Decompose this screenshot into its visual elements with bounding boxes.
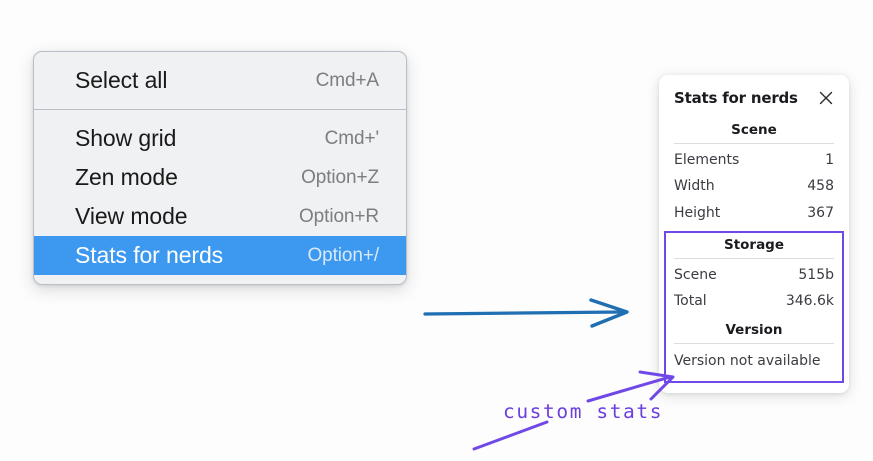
section-heading-storage: Storage: [723, 236, 785, 253]
stat-row-elements: Elements 1: [674, 147, 834, 173]
menu-item-shortcut: Cmd+A: [315, 69, 379, 91]
version-text: Version not available: [674, 353, 821, 370]
custom-stats-annotation-label: custom stats: [503, 400, 663, 423]
stat-value: 346.6k: [785, 293, 834, 310]
stat-row-storage-total: Total 346.6k: [674, 288, 834, 314]
menu-item-shortcut: Option+R: [299, 205, 379, 227]
stats-panel-header: Stats for nerds: [674, 89, 834, 107]
menu-item-shortcut: Option+/: [307, 244, 379, 266]
menu-item-shortcut: Option+Z: [301, 166, 379, 188]
stat-key: Width: [674, 178, 715, 195]
stat-key: Scene: [674, 266, 717, 283]
menu-item-view-mode[interactable]: View mode Option+R: [34, 197, 406, 236]
menu-item-zen-mode[interactable]: Zen mode Option+Z: [34, 158, 406, 197]
section-heading-version: Version: [725, 322, 783, 339]
stats-panel-title: Stats for nerds: [674, 89, 798, 107]
menu-item-label: Zen mode: [75, 164, 178, 190]
stat-value: 515b: [798, 266, 834, 283]
purple-underline-stroke: [472, 420, 549, 451]
menu-item-shortcut: Cmd+': [324, 127, 379, 149]
menu-section-general: Select all Cmd+A: [34, 52, 406, 109]
menu-item-label: Show grid: [75, 125, 177, 151]
stat-value: 1: [825, 152, 834, 168]
custom-stats-highlight-box: Storage Scene 515b Total 346.6k Version …: [664, 230, 844, 383]
stat-row-storage-scene: Scene 515b: [674, 262, 834, 288]
stats-for-nerds-panel[interactable]: Stats for nerds Scene Elements 1 Width 4…: [659, 75, 849, 393]
section-heading-scene: Scene: [731, 122, 777, 138]
close-icon[interactable]: [818, 90, 834, 106]
menu-item-stats-for-nerds[interactable]: Stats for nerds Option+/: [34, 236, 406, 275]
menu-item-label: Select all: [75, 67, 168, 93]
stat-row-width: Width 458: [674, 173, 834, 199]
stat-key: Elements: [674, 152, 740, 168]
menu-item-label: Stats for nerds: [75, 242, 224, 268]
section-divider: [674, 257, 834, 259]
stat-value: 458: [807, 178, 834, 195]
menu-item-show-grid[interactable]: Show grid Cmd+': [34, 119, 406, 158]
menu-item-label: View mode: [75, 203, 188, 229]
section-divider: [674, 143, 834, 144]
stat-value: 367: [807, 204, 834, 221]
blue-pointer-arrow: [423, 298, 629, 328]
section-divider: [674, 343, 834, 345]
canvas-context-menu[interactable]: Select all Cmd+A Show grid Cmd+' Zen mod…: [33, 51, 407, 285]
stat-key: Total: [674, 293, 707, 310]
menu-item-select-all[interactable]: Select all Cmd+A: [34, 61, 406, 100]
stat-key: Height: [674, 204, 721, 221]
menu-section-view: Show grid Cmd+' Zen mode Option+Z View m…: [34, 109, 406, 284]
stat-row-height: Height 367: [674, 200, 834, 226]
